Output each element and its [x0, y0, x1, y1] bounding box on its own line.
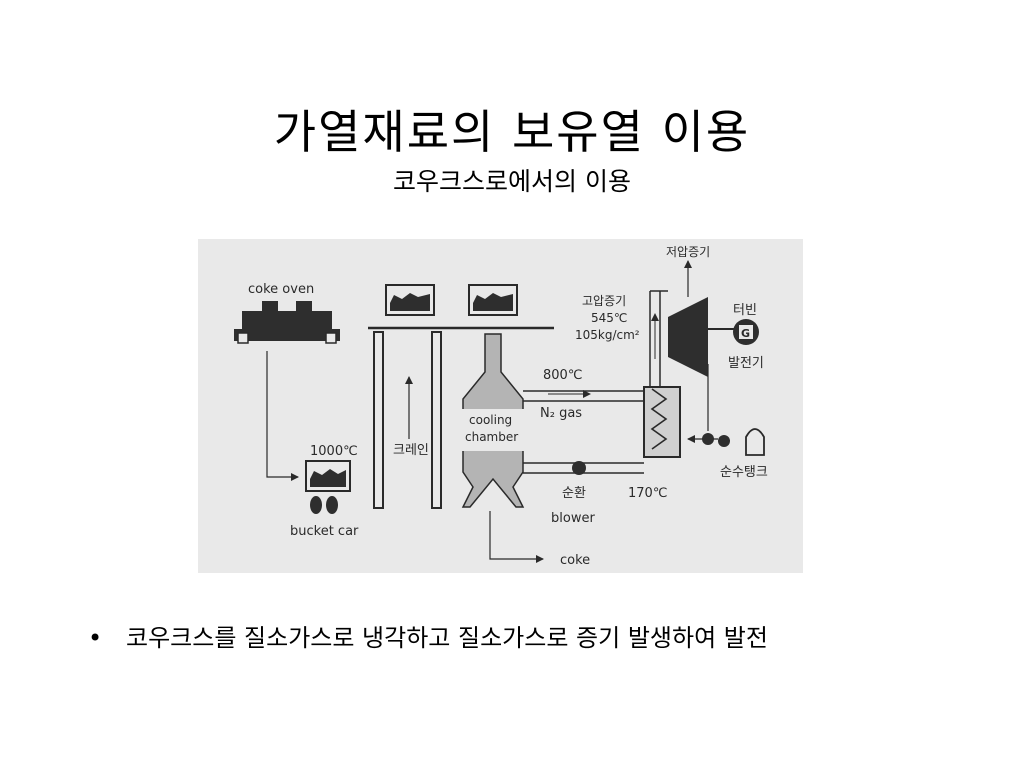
bullet-item: • 코우크스를 질소가스로 냉각하고 질소가스로 증기 발생하여 발전	[88, 618, 768, 653]
diagram-svg: coke oven 1000℃ bucket car 크레인	[198, 239, 803, 573]
blower-label-1: 순환	[562, 486, 586, 501]
coke-oven	[234, 301, 340, 344]
top-bucket-right	[468, 284, 518, 316]
cooling-label-2: chamber	[465, 430, 518, 444]
bullet-text: 코우크스를 질소가스로 냉각하고 질소가스로 증기 발생하여 발전	[126, 624, 768, 652]
oven-to-bucket-arrow	[266, 351, 299, 481]
hp-steam-label-3: 105kg/cm²	[575, 328, 640, 342]
crane-structure	[368, 326, 554, 509]
bullet-symbol: •	[88, 624, 103, 652]
cooling-label-1: cooling	[469, 413, 512, 427]
generator-letter-box	[739, 325, 753, 339]
cdq-process-diagram: coke oven 1000℃ bucket car 크레인	[198, 239, 803, 573]
bucket-car	[305, 460, 351, 514]
generator-label: 발전기	[728, 356, 764, 371]
lp-steam-label: 저압증기	[666, 245, 710, 259]
top-bucket-left	[385, 284, 435, 316]
feed-pump-2	[718, 435, 730, 447]
slide-title: 가열재료의 보유열 이용	[273, 105, 751, 159]
pure-water-tank-label: 순수탱크	[720, 465, 768, 480]
n2-gas-label: N₂ gas	[540, 406, 582, 421]
temp-1000-label: 1000℃	[310, 444, 358, 459]
turbine-label: 터빈	[733, 303, 757, 318]
turbine	[668, 297, 708, 377]
n2-gas-duct	[523, 390, 644, 402]
slide-subtitle: 코우크스로에서의 이용	[393, 167, 631, 196]
generator-letter: G	[741, 327, 750, 340]
pure-water-tank	[745, 428, 765, 456]
bucket-car-label: bucket car	[290, 524, 359, 539]
cooling-chamber-label-box	[460, 409, 526, 451]
boiler	[643, 386, 681, 458]
coke-output-arrow	[489, 511, 544, 563]
feed-pump	[702, 433, 714, 445]
crane-label: 크레인	[393, 443, 429, 458]
circulation-blower	[572, 461, 586, 475]
hp-steam-label-2: 545℃	[591, 311, 627, 325]
blower-label-2: blower	[551, 511, 595, 526]
coke-label: coke	[560, 553, 590, 568]
temp-170-label: 170℃	[628, 486, 667, 501]
hp-steam-label-1: 고압증기	[582, 294, 626, 308]
coke-oven-label: coke oven	[248, 282, 314, 297]
boiler-coil	[650, 388, 668, 450]
temp-800-label: 800℃	[543, 368, 582, 383]
hp-steam-line	[649, 290, 668, 387]
